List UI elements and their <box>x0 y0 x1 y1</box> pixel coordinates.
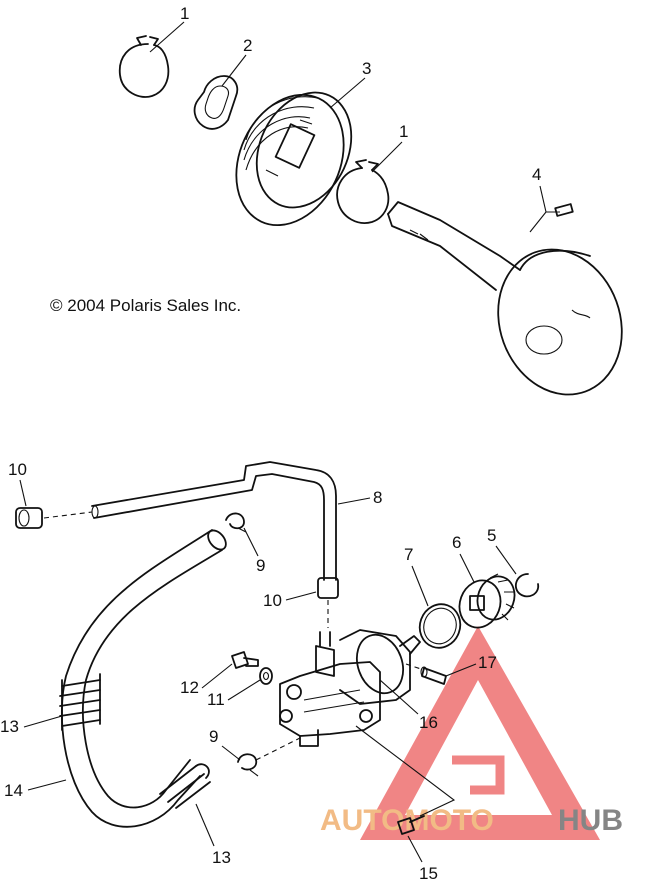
callout-10-center: 10 <box>263 591 282 610</box>
part-circlip-top <box>118 35 170 98</box>
callout-11: 11 <box>207 690 225 709</box>
part-fitting-center <box>317 577 339 599</box>
callout-1-mid: 1 <box>399 122 408 141</box>
part-oil-pump <box>279 629 421 747</box>
callout-16: 16 <box>419 713 438 732</box>
part-fitting-left <box>15 507 43 529</box>
part-bolt-15 <box>397 815 425 835</box>
callout-15: 15 <box>419 864 438 882</box>
callout-17: 17 <box>478 653 497 672</box>
callout-6: 6 <box>452 533 461 552</box>
part-gasket <box>193 75 239 130</box>
part-e-clip <box>514 573 540 598</box>
part-clip-top <box>225 512 247 533</box>
callout-1-top: 1 <box>180 4 189 23</box>
callout-7: 7 <box>404 545 413 564</box>
part-hose-clamp-upper <box>59 673 101 731</box>
callout-10-left: 10 <box>8 460 27 479</box>
callout-8: 8 <box>373 488 382 507</box>
callout-14: 14 <box>4 781 23 800</box>
part-clip-bottom <box>237 753 259 777</box>
copyright-text: © 2004 Polaris Sales Inc. <box>50 296 241 315</box>
part-pulley <box>235 91 353 227</box>
part-hose-long <box>91 461 337 581</box>
watermark-inner-g-icon <box>452 755 505 795</box>
callout-13-lower: 13 <box>212 848 231 867</box>
part-hose-clamp-lower <box>159 763 211 809</box>
callout-2: 2 <box>243 36 252 55</box>
part-bolt-12 <box>231 651 259 669</box>
callout-4: 4 <box>532 165 541 184</box>
callout-9-bottom: 9 <box>209 727 218 746</box>
part-o-ring <box>418 603 462 649</box>
watermark-triangle-icon <box>360 626 600 840</box>
part-bolt-17 <box>420 666 447 685</box>
watermark: AUTOMOTO HUB <box>320 626 623 840</box>
callout-12: 12 <box>180 678 199 697</box>
watermark-text-hub: HUB <box>558 804 623 837</box>
part-pin <box>554 203 574 217</box>
callout-13-upper: 13 <box>0 717 19 736</box>
part-washer <box>259 667 273 685</box>
callout-5: 5 <box>487 526 496 545</box>
part-gear <box>458 573 516 629</box>
part-circlip-mid <box>336 159 390 224</box>
callout-3: 3 <box>362 59 371 78</box>
callout-9-top: 9 <box>256 556 265 575</box>
part-hose-large <box>59 529 227 828</box>
part-shaft-housing <box>387 201 623 396</box>
